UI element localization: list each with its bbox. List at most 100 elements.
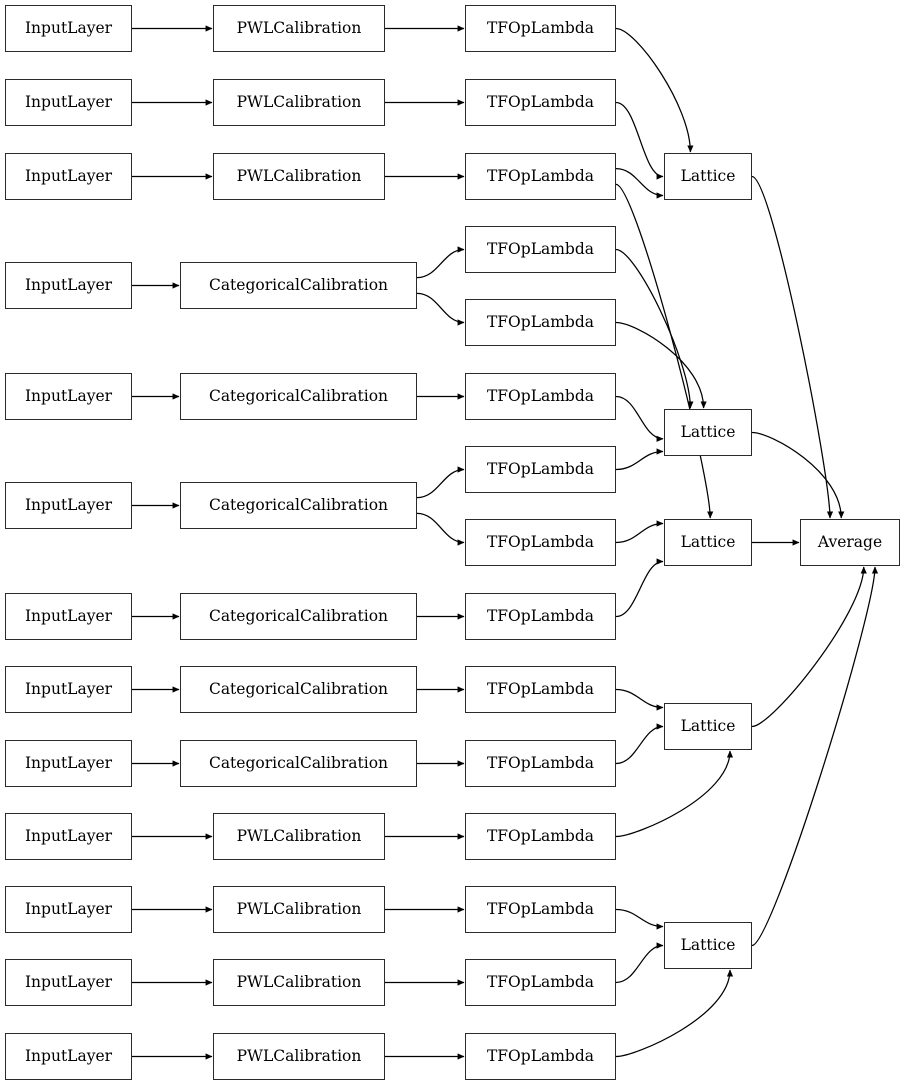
node-label: TFOpLambda [486,532,595,551]
edge-lat2-to-avg [751,431,845,519]
node-label: Lattice [680,532,736,551]
node-oplambda-op11[interactable]: TFOpLambda [465,740,616,787]
edge-op12-to-lat4 [615,750,734,838]
node-pwl-cal10[interactable]: PWLCalibration [213,813,385,860]
node-categorical-cal8[interactable]: CategoricalCalibration [180,666,417,713]
node-label: CategoricalCalibration [208,386,389,405]
node-input-in12[interactable]: InputLayer [5,959,132,1006]
node-input-in11[interactable]: InputLayer [5,886,132,933]
node-label: TFOpLambda [486,18,595,37]
edge-op3-to-lat3 [615,183,714,519]
node-label: InputLayer [24,495,113,514]
node-label: TFOpLambda [486,1046,595,1065]
node-lattice-lat3[interactable]: Lattice [664,519,752,566]
node-oplambda-op3[interactable]: TFOpLambda [465,153,616,200]
node-input-in8[interactable]: InputLayer [5,666,132,713]
node-lattice-lat5[interactable]: Lattice [664,922,752,969]
node-oplambda-op5[interactable]: TFOpLambda [465,299,616,346]
node-oplambda-op15[interactable]: TFOpLambda [465,1033,616,1080]
node-lattice-lat4[interactable]: Lattice [664,703,752,750]
node-pwl-cal11[interactable]: PWLCalibration [213,886,385,933]
edge-cal6-to-op8 [416,512,465,546]
node-oplambda-op2[interactable]: TFOpLambda [465,79,616,126]
edge-op8-to-lat3 [615,520,664,544]
node-input-in3[interactable]: InputLayer [5,153,132,200]
node-label: InputLayer [24,92,113,111]
node-oplambda-op8[interactable]: TFOpLambda [465,519,616,566]
node-categorical-cal6[interactable]: CategoricalCalibration [180,482,417,529]
node-label: TFOpLambda [486,972,595,991]
node-pwl-cal13[interactable]: PWLCalibration [213,1033,385,1080]
node-oplambda-op10[interactable]: TFOpLambda [465,666,616,713]
node-label: CategoricalCalibration [208,753,389,772]
node-label: Lattice [680,716,736,735]
node-label: TFOpLambda [486,753,595,772]
node-input-in13[interactable]: InputLayer [5,1033,132,1080]
node-input-in4[interactable]: InputLayer [5,262,132,309]
edge-op11-to-lat4 [615,723,664,765]
edge-op15-to-lat5 [615,969,734,1058]
node-oplambda-op7[interactable]: TFOpLambda [465,446,616,493]
node-oplambda-op13[interactable]: TFOpLambda [465,886,616,933]
node-input-in10[interactable]: InputLayer [5,813,132,860]
edge-op2-to-lat1 [615,101,664,180]
node-label: InputLayer [24,899,113,918]
node-categorical-cal4[interactable]: CategoricalCalibration [180,262,417,309]
node-label: PWLCalibration [236,166,362,185]
node-label: PWLCalibration [236,899,362,918]
node-oplambda-op4[interactable]: TFOpLambda [465,226,616,273]
node-categorical-cal7[interactable]: CategoricalCalibration [180,593,417,640]
node-label: InputLayer [24,1046,113,1065]
node-categorical-cal9[interactable]: CategoricalCalibration [180,740,417,787]
node-label: TFOpLambda [486,679,595,698]
node-label: PWLCalibration [236,92,362,111]
node-input-in7[interactable]: InputLayer [5,593,132,640]
node-label: Average [817,532,883,551]
node-label: InputLayer [24,972,113,991]
node-oplambda-op1[interactable]: TFOpLambda [465,5,616,52]
edge-cal4-to-op4 [416,246,465,279]
node-label: Lattice [680,166,736,185]
node-average-avg[interactable]: Average [800,519,900,566]
edge-op14-to-lat5 [615,942,664,984]
node-label: CategoricalCalibration [208,275,389,294]
edge-op7-to-lat2 [615,448,664,471]
node-pwl-cal1[interactable]: PWLCalibration [213,5,385,52]
node-label: Lattice [680,422,736,441]
node-pwl-cal3[interactable]: PWLCalibration [213,153,385,200]
node-lattice-lat1[interactable]: Lattice [664,153,752,200]
edge-op4-to-lat2 [615,248,694,409]
node-oplambda-op12[interactable]: TFOpLambda [465,813,616,860]
node-label: TFOpLambda [486,899,595,918]
node-label: InputLayer [24,275,113,294]
node-label: PWLCalibration [236,18,362,37]
edge-op5-to-lat2 [615,321,707,409]
edge-op10-to-lat4 [615,688,664,711]
node-oplambda-op14[interactable]: TFOpLambda [465,959,616,1006]
node-pwl-cal12[interactable]: PWLCalibration [213,959,385,1006]
node-label: CategoricalCalibration [208,679,389,698]
node-input-in2[interactable]: InputLayer [5,79,132,126]
node-label: InputLayer [24,753,113,772]
node-input-in5[interactable]: InputLayer [5,373,132,420]
edge-cal4-to-op5 [416,292,465,326]
edge-lat4-to-avg [751,566,867,728]
node-input-in6[interactable]: InputLayer [5,482,132,529]
node-label: TFOpLambda [486,459,595,478]
node-lattice-lat2[interactable]: Lattice [664,409,752,456]
node-label: TFOpLambda [486,92,595,111]
node-oplambda-op9[interactable]: TFOpLambda [465,593,616,640]
node-pwl-cal2[interactable]: PWLCalibration [213,79,385,126]
node-input-in1[interactable]: InputLayer [5,5,132,52]
node-input-in9[interactable]: InputLayer [5,740,132,787]
node-oplambda-op6[interactable]: TFOpLambda [465,373,616,420]
node-label: CategoricalCalibration [208,606,389,625]
node-label: InputLayer [24,166,113,185]
edge-lat5-to-avg [751,566,879,947]
edge-op1-to-lat1 [615,27,694,153]
node-label: TFOpLambda [486,166,595,185]
node-label: TFOpLambda [486,312,595,331]
node-categorical-cal5[interactable]: CategoricalCalibration [180,373,417,420]
